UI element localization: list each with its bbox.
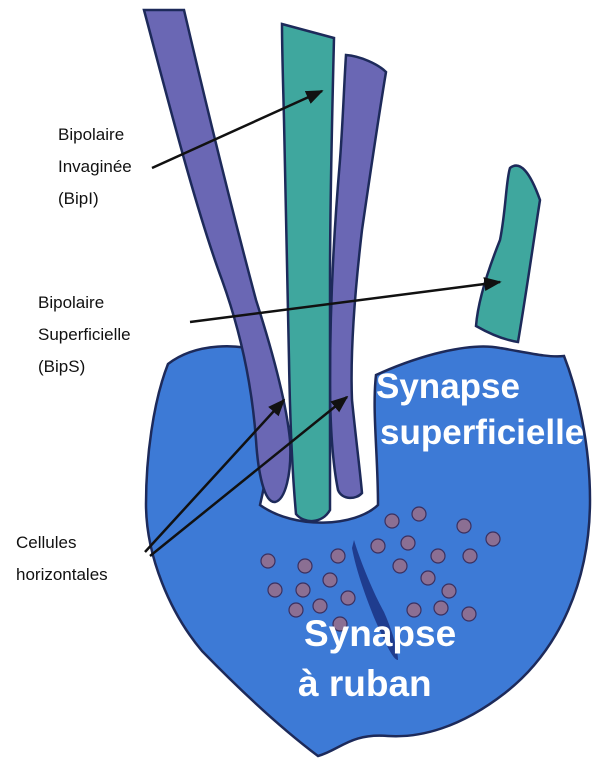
vesicle [261,554,275,568]
vesicle [421,571,435,585]
vesicle [457,519,471,533]
label-bipi: Bipolaire Invaginée (BipI) [58,125,136,208]
vesicle [442,584,456,598]
vesicle [385,514,399,528]
vesicle [298,559,312,573]
vesicle [296,583,310,597]
vesicle [268,583,282,597]
vesicle [313,599,327,613]
vesicle [463,549,477,563]
vesicle [401,536,415,550]
label-horizontal-cells: Cellules horizontales [16,533,108,584]
vesicle [341,591,355,605]
vesicle [486,532,500,546]
vesicle [412,507,426,521]
vesicle [393,559,407,573]
vesicle [431,549,445,563]
vesicle [371,539,385,553]
label-bips: Bipolaire Superficielle (BipS) [38,293,135,376]
vesicle [323,573,337,587]
vesicle [289,603,303,617]
vesicle [331,549,345,563]
bips-dendrite [476,166,540,342]
